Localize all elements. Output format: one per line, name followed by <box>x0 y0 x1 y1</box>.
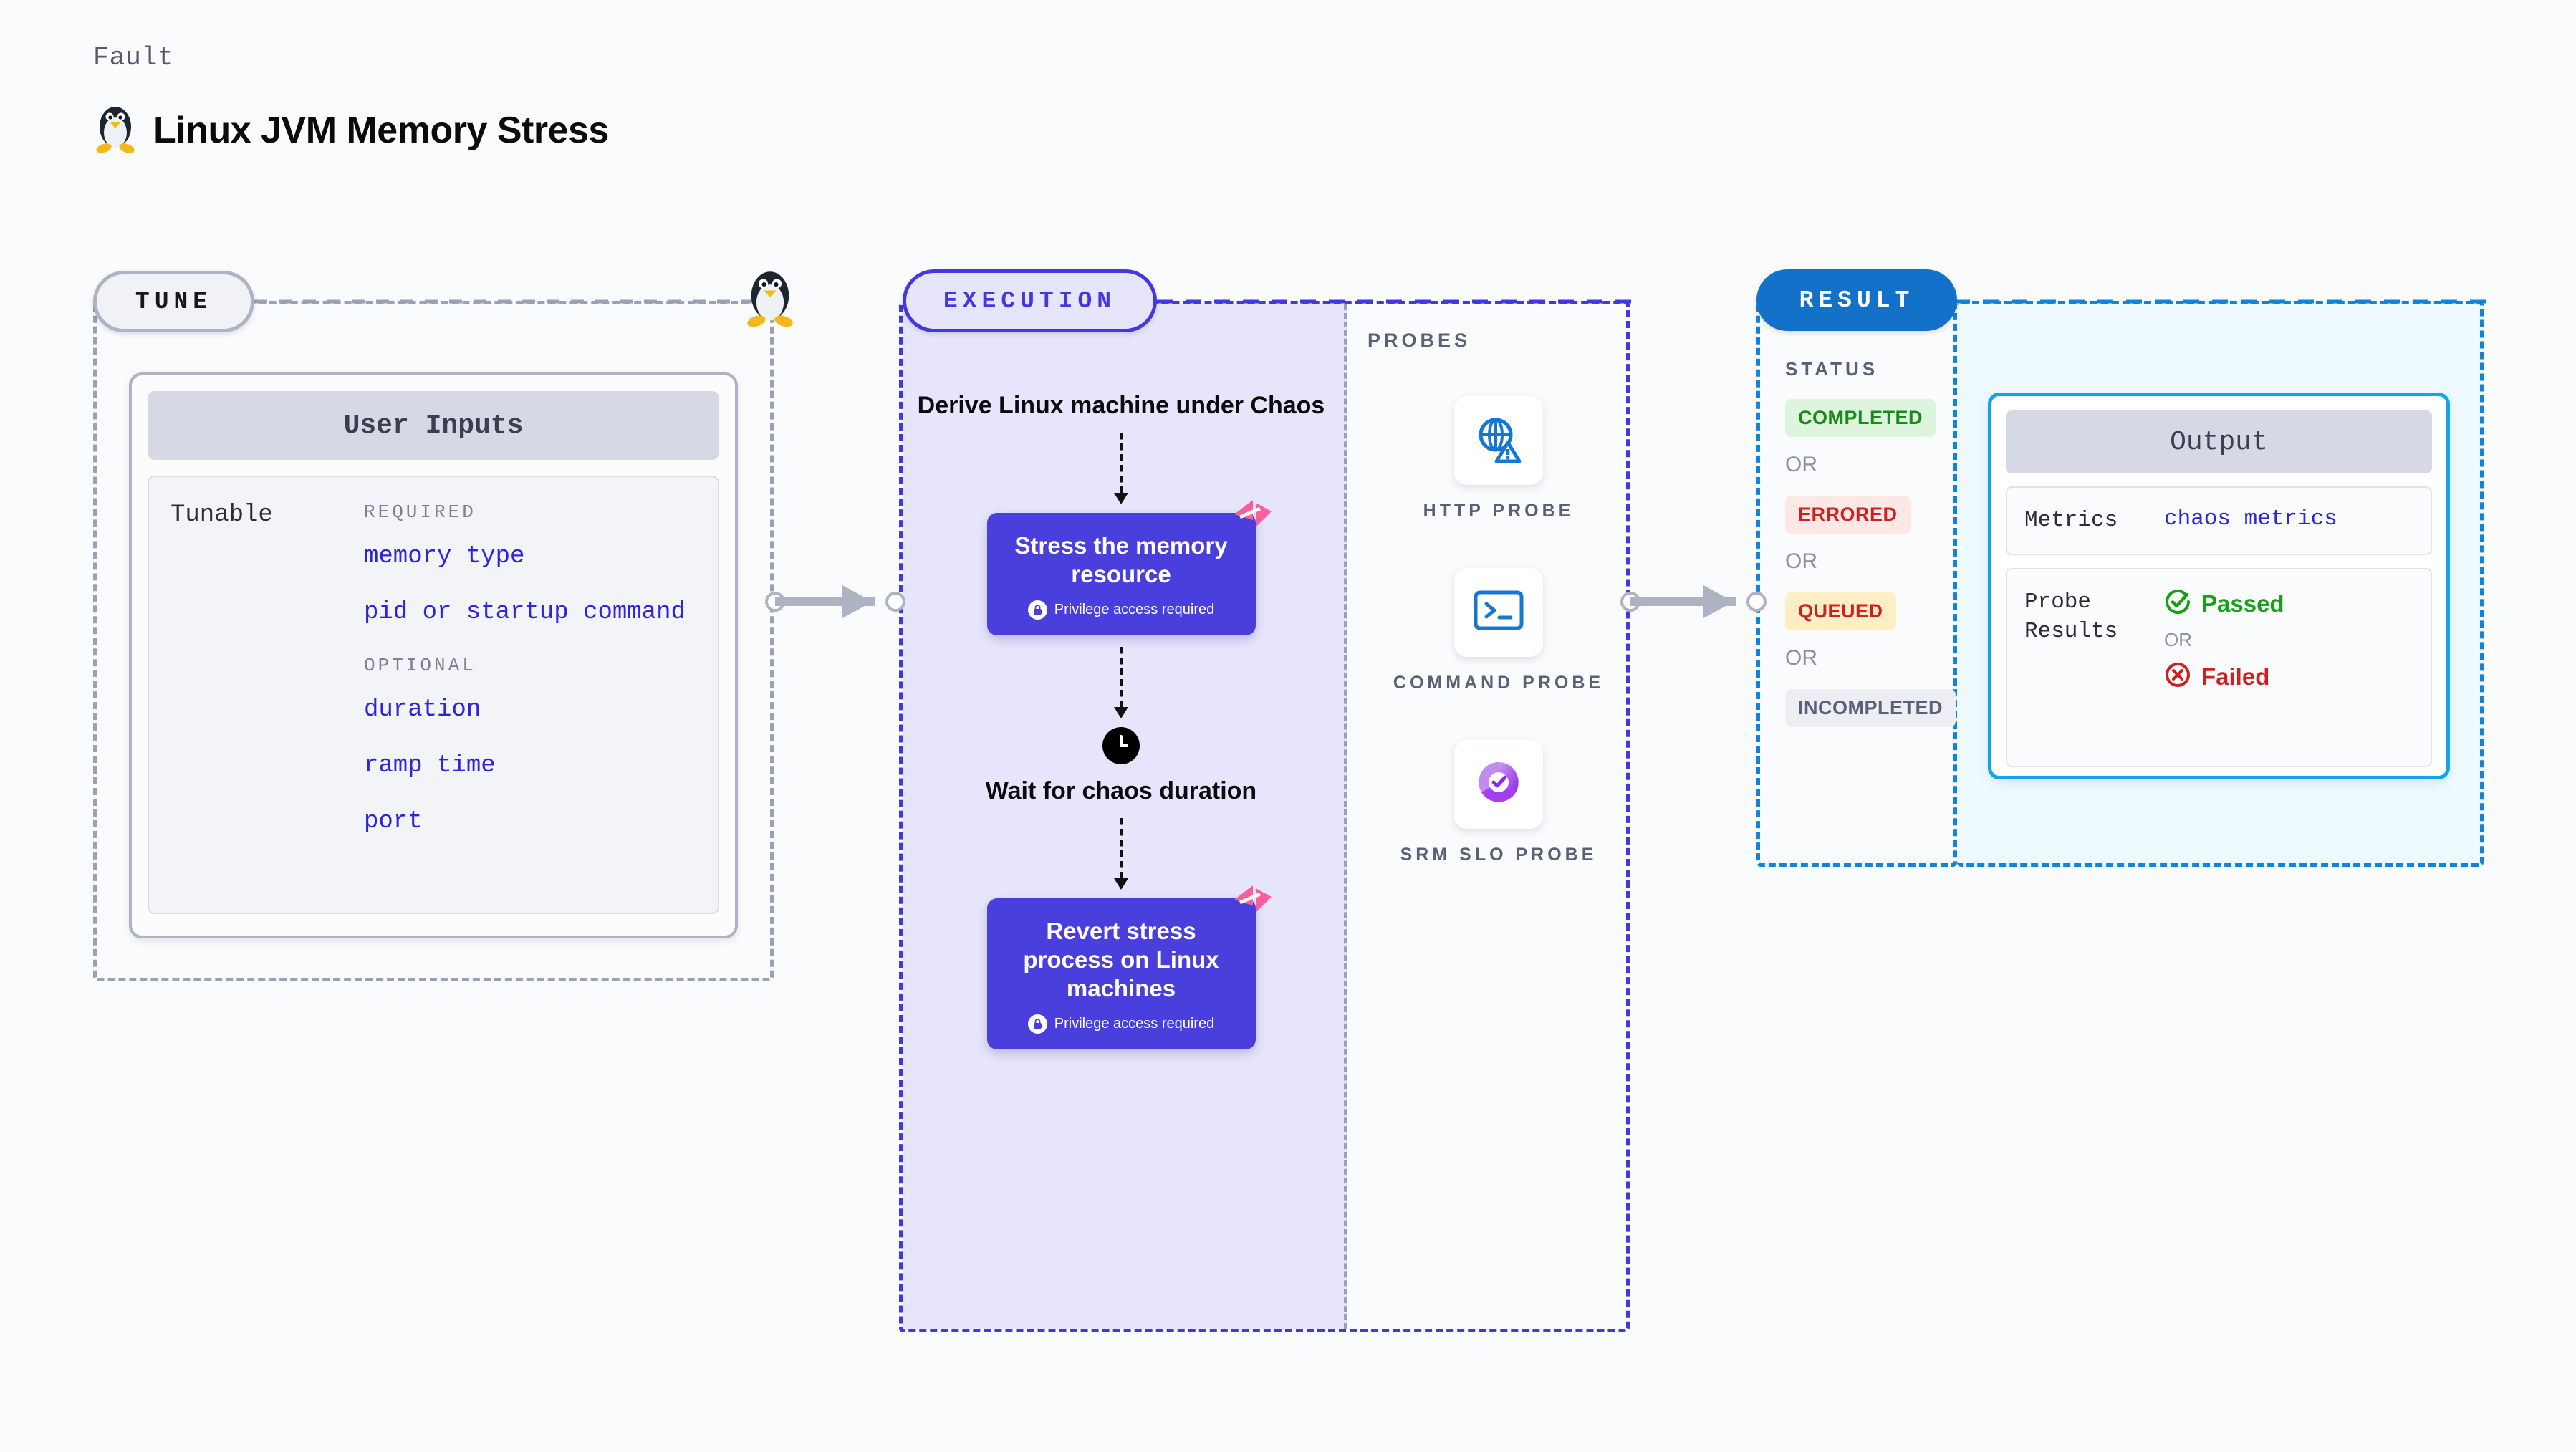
probe-result-passed: Passed <box>2164 588 2284 619</box>
connector-arrowhead <box>1703 585 1734 618</box>
probe-srm-slo[interactable]: SRM SLO PROBE <box>1368 739 1630 867</box>
result-status-region <box>1756 301 1957 867</box>
tunable-group-optional: OPTIONAL duration ramp time port <box>364 655 696 835</box>
connector-dot <box>885 592 905 612</box>
privilege-text: Privilege access required <box>1054 1016 1215 1032</box>
or-label: OR <box>1785 646 1817 670</box>
or-label: OR <box>2164 629 2192 651</box>
result-badge[interactable]: RESULT <box>1756 269 1957 331</box>
probe-http[interactable]: HTTP PROBE <box>1368 396 1630 524</box>
probe-label: HTTP PROBE <box>1423 501 1575 521</box>
user-inputs-card: User Inputs Tunable REQUIRED memory type… <box>129 372 738 938</box>
execution-panel <box>903 304 1347 1329</box>
lock-icon <box>1027 1014 1047 1034</box>
fault-eyebrow-label: Fault <box>93 43 175 72</box>
result-dashed-connector <box>1954 299 2486 304</box>
or-label: OR <box>1785 453 1817 476</box>
status-badge-completed: COMPLETED <box>1785 399 1936 437</box>
harness-ribbon-icon <box>1229 881 1274 927</box>
tunable-body: Tunable REQUIRED memory type pid or star… <box>148 476 719 914</box>
probe-results-row: Probe Results Passed OR <box>2006 568 2432 768</box>
execution-node-title: Stress the memory resource <box>1014 532 1228 587</box>
status-badge-incompleted: INCOMPLETED <box>1785 689 1956 727</box>
execution-flow: Derive Linux machine under Chaos Stress … <box>899 301 1343 1332</box>
probe-label: COMMAND PROBE <box>1393 672 1605 693</box>
execution-step-text: Wait for chaos duration <box>985 777 1257 804</box>
tunable-item[interactable]: duration <box>364 696 481 723</box>
metrics-key: Metrics <box>2024 508 2118 533</box>
probe-label: SRM SLO PROBE <box>1400 844 1597 865</box>
status-badge-queued: QUEUED <box>1785 592 1896 630</box>
user-inputs-title: User Inputs <box>148 391 719 460</box>
tune-badge[interactable]: TUNE <box>93 271 254 332</box>
connector-execution-to-result <box>1620 580 1771 623</box>
group-heading: REQUIRED <box>364 501 476 523</box>
metrics-row: Metrics chaos metrics <box>2006 486 2432 556</box>
connector-tune-to-execution <box>765 580 908 623</box>
metrics-value[interactable]: chaos metrics <box>2164 506 2337 532</box>
tunable-item[interactable]: memory type <box>364 543 525 570</box>
lock-icon <box>1027 600 1047 620</box>
privilege-row: Privilege access required <box>1027 1014 1215 1034</box>
failed-label: Failed <box>2201 663 2270 690</box>
flow-arrow-icon <box>1114 432 1128 504</box>
probe-tile[interactable] <box>1454 739 1543 829</box>
output-title: Output <box>2006 410 2432 473</box>
tunable-group-required: REQUIRED memory type pid or startup comm… <box>364 501 696 626</box>
probe-tile[interactable] <box>1454 567 1543 657</box>
connector-arrowhead <box>842 585 873 618</box>
x-circle-icon <box>2164 661 2191 692</box>
tunable-item[interactable]: ramp time <box>364 752 496 779</box>
tunable-groups: REQUIRED memory type pid or startup comm… <box>364 501 696 888</box>
probe-command[interactable]: COMMAND PROBE <box>1368 567 1630 696</box>
status-column: STATUS COMPLETED OR ERRORED OR QUEUED OR… <box>1785 358 1956 727</box>
tunable-label: Tunable <box>170 501 273 529</box>
group-heading: OPTIONAL <box>364 655 476 676</box>
privilege-row: Privilege access required <box>1027 600 1215 620</box>
linux-penguin-icon <box>744 266 797 337</box>
linux-penguin-icon <box>93 102 138 158</box>
probe-result-failed: Failed <box>2164 661 2284 692</box>
execution-node-title: Revert stress process on Linux machines <box>1023 917 1219 1002</box>
clock-icon <box>1102 727 1140 764</box>
status-badge-errored: ERRORED <box>1785 496 1911 534</box>
probe-tile[interactable] <box>1454 396 1543 485</box>
or-label: OR <box>1785 549 1817 573</box>
globe-warning-icon <box>1472 413 1525 469</box>
check-circle-icon <box>2164 588 2191 619</box>
flow-arrow-icon <box>1114 647 1128 718</box>
page-title: Linux JVM Memory Stress <box>153 109 609 151</box>
execution-node-stress-memory[interactable]: Stress the memory resource Privilege acc… <box>986 499 1272 635</box>
slo-donut-check-icon <box>1472 756 1525 812</box>
output-card: Output Metrics chaos metrics Probe Resul… <box>1988 393 2450 779</box>
terminal-icon <box>1472 588 1525 636</box>
page-header: Fault Linux JVM Memory Stress <box>93 43 609 158</box>
flow-arrow-icon <box>1114 817 1128 890</box>
connector-dot <box>1746 592 1767 612</box>
tunable-item[interactable]: port <box>364 808 423 835</box>
execution-badge[interactable]: EXECUTION <box>903 269 1157 332</box>
probes-panel: PROBES HTTP PROBE <box>1346 301 1630 1332</box>
harness-ribbon-icon <box>1229 496 1274 542</box>
probes-title: PROBES <box>1368 330 1471 351</box>
tunable-item[interactable]: pid or startup command <box>364 599 686 626</box>
execution-dashed-connector <box>1157 299 1633 304</box>
passed-label: Passed <box>2201 590 2284 617</box>
privilege-text: Privilege access required <box>1054 602 1215 617</box>
tune-dashed-connector <box>254 299 756 304</box>
execution-step-text: Derive Linux machine under Chaos <box>917 392 1325 419</box>
probe-results-key: Probe Results <box>2024 590 2118 644</box>
page-title-row: Linux JVM Memory Stress <box>93 102 609 158</box>
execution-node-revert-stress[interactable]: Revert stress process on Linux machines … <box>986 885 1272 1050</box>
status-title: STATUS <box>1785 358 1879 380</box>
probe-results-values: Passed OR Failed <box>2164 588 2284 747</box>
